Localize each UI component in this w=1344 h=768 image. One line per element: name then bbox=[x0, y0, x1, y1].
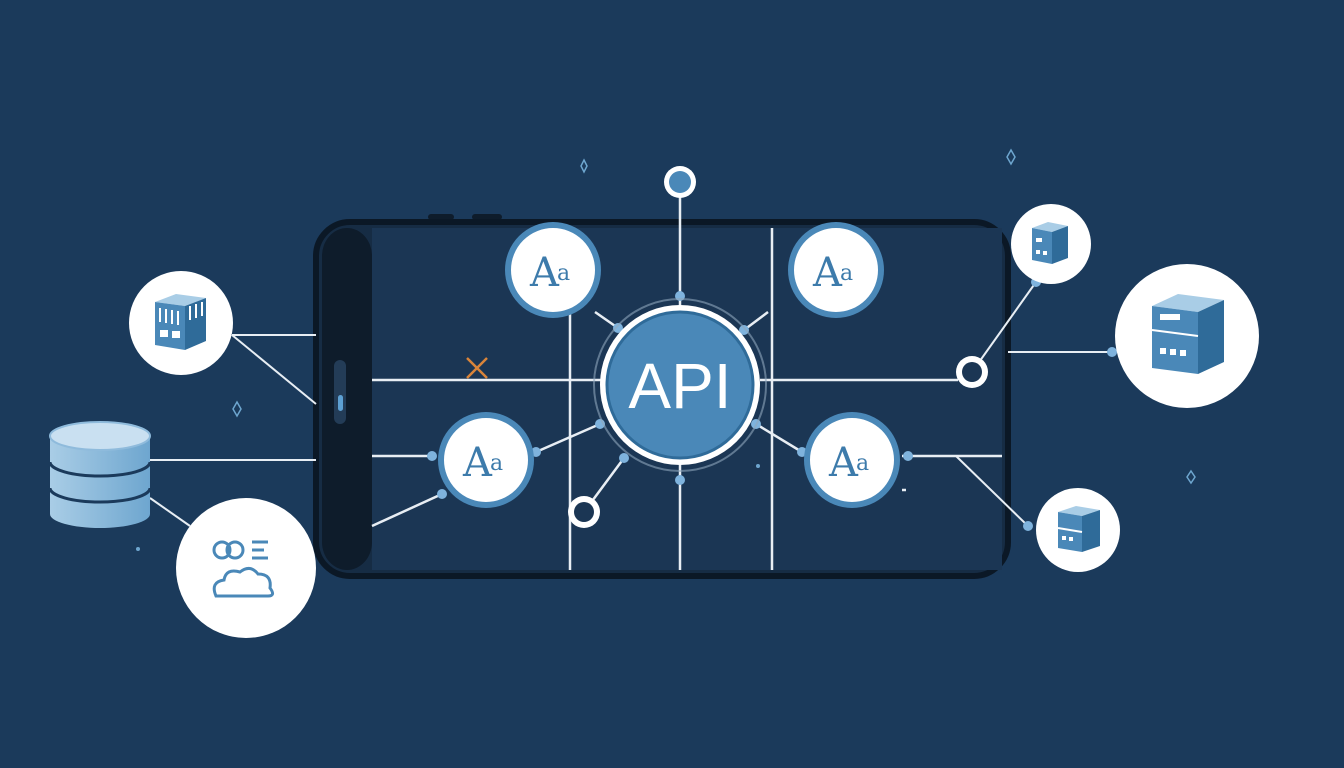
cloud-user-icon bbox=[212, 540, 275, 598]
sparkle-icon bbox=[232, 148, 1196, 485]
phone-bezel bbox=[322, 228, 372, 570]
ring-node-lower bbox=[568, 496, 600, 528]
phone-speaker-notch bbox=[428, 214, 454, 220]
server-stack-icon bbox=[1057, 506, 1100, 552]
font-node-top-right: A a bbox=[788, 222, 884, 318]
sparkle-dots bbox=[136, 464, 760, 551]
font-glyph-small: a bbox=[840, 261, 853, 286]
font-node-bottom-left: A a bbox=[438, 412, 534, 508]
phone-side-button bbox=[334, 360, 346, 424]
font-glyph-main: A bbox=[529, 250, 560, 296]
server-box-icon bbox=[155, 294, 206, 350]
server-node-top-right bbox=[1011, 204, 1091, 284]
font-glyph-main: A bbox=[812, 250, 843, 296]
font-glyph-small: a bbox=[490, 451, 503, 476]
font-node-top-left: A a bbox=[505, 222, 601, 318]
phone-indicator bbox=[338, 395, 343, 411]
server-node-bottom-right bbox=[1036, 488, 1120, 572]
server-stack-icon bbox=[1032, 222, 1068, 264]
phone-camera-notch bbox=[472, 214, 502, 220]
font-glyph-small: a bbox=[557, 261, 570, 286]
cross-marker-icon bbox=[466, 357, 488, 379]
api-hub-label: API bbox=[628, 350, 731, 422]
cloud-user-node bbox=[176, 498, 316, 638]
server-stack-icon bbox=[1151, 294, 1224, 374]
server-node-left bbox=[129, 271, 233, 375]
server-node-right-large bbox=[1115, 264, 1259, 408]
font-glyph-main: A bbox=[828, 440, 859, 486]
ring-node-right bbox=[956, 356, 988, 388]
font-glyph-main: A bbox=[462, 440, 493, 486]
font-node-bottom-right: A a bbox=[804, 412, 900, 508]
external-connectors bbox=[149, 281, 1112, 527]
top-connector-node bbox=[664, 166, 696, 198]
font-glyph-small: a bbox=[856, 451, 869, 476]
api-hub: API bbox=[593, 298, 767, 472]
database-icon bbox=[48, 421, 152, 528]
